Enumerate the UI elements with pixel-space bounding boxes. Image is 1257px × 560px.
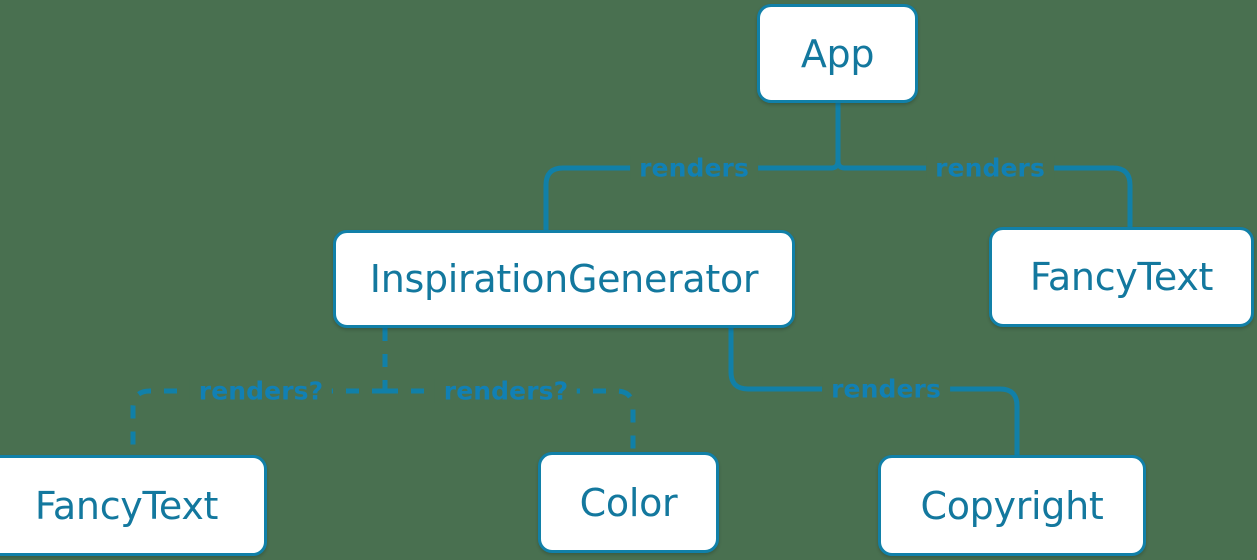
edge-label-app-to-fancytext-right: renders (926, 155, 1054, 181)
node-app[interactable]: App (757, 4, 918, 103)
edge-label-app-to-inspiration: renders (630, 155, 758, 181)
node-app-label: App (800, 31, 875, 76)
node-fancytext-bottom[interactable]: FancyText (0, 455, 267, 556)
edge-label-inspiration-to-fancytext-bottom: renders? (189, 378, 333, 404)
node-copyright-label: Copyright (920, 483, 1104, 528)
node-fancytext-right-label: FancyText (1029, 255, 1214, 299)
node-fancytext-bottom-label: FancyText (34, 483, 219, 528)
edge-label-inspiration-to-copyright: renders (822, 376, 950, 402)
node-copyright[interactable]: Copyright (878, 455, 1146, 556)
node-color[interactable]: Color (538, 452, 719, 553)
node-inspiration-generator-label: InspirationGenerator (369, 257, 759, 301)
node-fancytext-right[interactable]: FancyText (989, 227, 1254, 327)
node-inspiration-generator[interactable]: InspirationGenerator (333, 230, 795, 328)
node-color-label: Color (579, 480, 678, 525)
edge-label-inspiration-to-color: renders? (434, 378, 578, 404)
